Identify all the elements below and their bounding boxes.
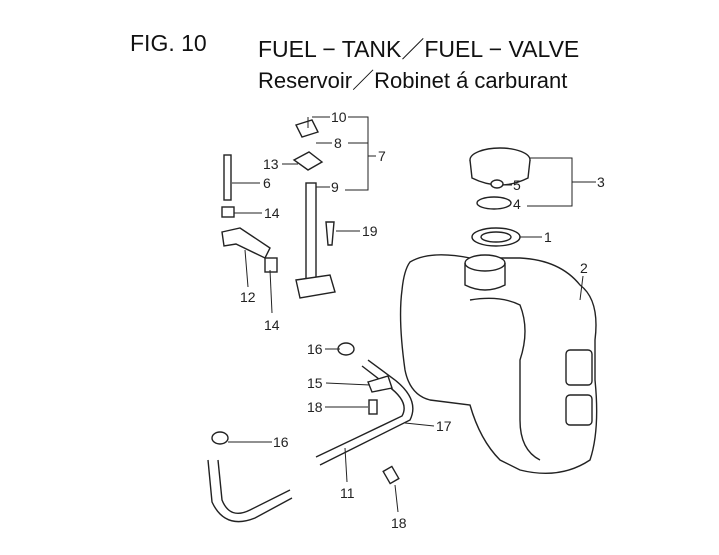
part-label-11: 11	[340, 485, 355, 501]
leader-lines	[228, 116, 596, 513]
part-label-1: 1	[544, 229, 552, 245]
part-label-16: 16	[307, 341, 323, 357]
part-label-19: 19	[362, 223, 378, 239]
figure-title: FUEL − TANK／FUEL − VALVE	[258, 36, 580, 62]
fuel-hose	[207, 342, 414, 523]
part-label-10: 10	[331, 109, 347, 125]
fuel-valve	[221, 117, 336, 299]
part-label-6: 6	[263, 175, 271, 191]
figure-number: FIG. 10	[130, 30, 207, 56]
part-label-16: 16	[273, 434, 289, 450]
part-label-9: 9	[331, 179, 339, 195]
part-label-14: 14	[264, 317, 280, 333]
part-label-2: 2	[580, 260, 588, 276]
part-label-15: 15	[307, 375, 323, 391]
part-label-12: 12	[240, 289, 256, 305]
figure-subtitle: Reservoir／Robinet á carburant	[258, 68, 568, 93]
part-label-7: 7	[378, 148, 386, 164]
part-label-3: 3	[597, 174, 605, 190]
part-label-14: 14	[264, 205, 280, 221]
part-label-17: 17	[436, 418, 452, 434]
part-label-18: 18	[391, 515, 407, 531]
part-label-18: 18	[307, 399, 323, 415]
part-label-5: 5	[513, 177, 521, 193]
part-label-8: 8	[334, 135, 342, 151]
part-label-4: 4	[513, 196, 521, 212]
part-label-13: 13	[263, 156, 279, 172]
tank-cap	[469, 147, 531, 247]
fuel-tank	[399, 254, 598, 475]
